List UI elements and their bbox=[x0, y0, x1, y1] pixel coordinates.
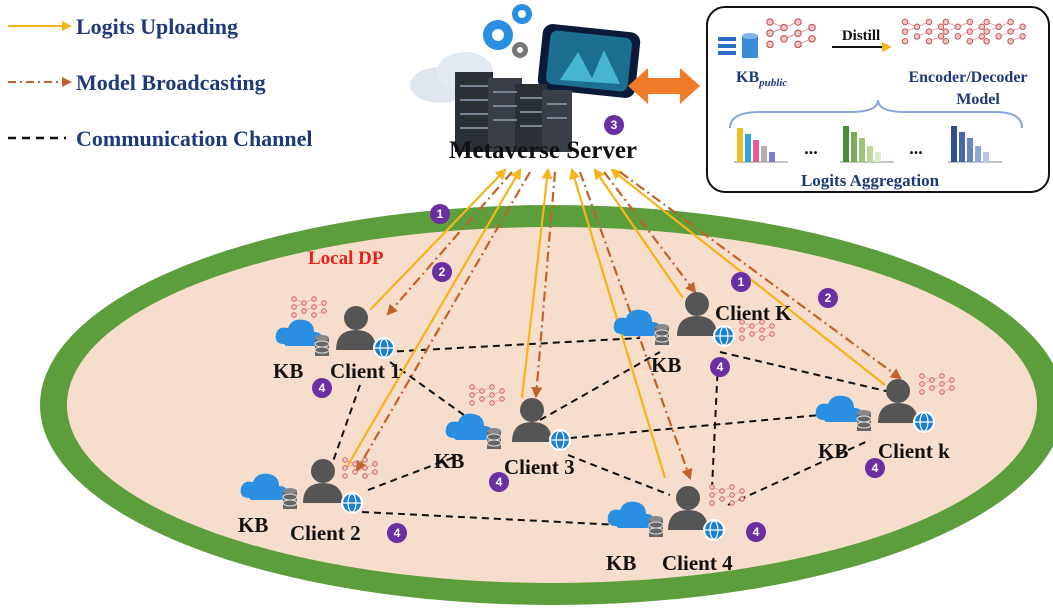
client-K-db-icon bbox=[654, 323, 670, 346]
model-line1: Encoder/Decoder bbox=[908, 69, 1027, 86]
broadcast-arrow-client3 bbox=[531, 171, 557, 399]
client-2-globe-icon bbox=[341, 492, 363, 514]
client-4-kb-label: KB bbox=[606, 551, 636, 575]
knowledge-panel: KBpublic Distill Encoder/Decoder Model .… bbox=[706, 6, 1050, 193]
model-line2: Model bbox=[956, 91, 1000, 108]
client-3-db-icon bbox=[486, 427, 502, 450]
client-1-name: Client 1 bbox=[330, 359, 401, 383]
client-2-name: Client 2 bbox=[290, 521, 361, 545]
channel-2-3 bbox=[367, 454, 461, 491]
client-1-kb-label: KB bbox=[273, 359, 303, 383]
client-1-step-badge bbox=[312, 378, 332, 398]
step-badges-broadcast: 2 2 bbox=[432, 262, 838, 308]
step-badge-3 bbox=[604, 115, 624, 135]
client-K-name: Client K bbox=[715, 301, 792, 325]
client-4-step-badge bbox=[746, 522, 766, 542]
upload-arrow-client1 bbox=[369, 168, 507, 311]
client-4: KB Client 4 4 bbox=[606, 484, 766, 575]
upload-arrow-client3 bbox=[520, 167, 553, 399]
step-badge-1-left bbox=[430, 204, 450, 224]
logits-chart-icon-3 bbox=[948, 126, 1002, 163]
logits-chart-icon-1 bbox=[734, 128, 788, 163]
client-K-step-badge bbox=[710, 357, 730, 377]
upload-arrow-clientK bbox=[593, 168, 684, 299]
aggregation-brace bbox=[729, 99, 1023, 129]
broadcast-arrow-client2 bbox=[355, 171, 531, 472]
step-badge-2-right-text: 2 bbox=[825, 291, 832, 305]
metaverse-server: Metaverse Server 3 bbox=[410, 4, 641, 164]
distill-label: Distill bbox=[842, 28, 880, 44]
client-2-step-badge-text: 4 bbox=[394, 526, 401, 540]
client-1-db-icon bbox=[314, 334, 330, 357]
client-4-db-icon bbox=[648, 515, 664, 538]
client-k-step-badge-text: 4 bbox=[872, 461, 879, 475]
client-K-globe-icon bbox=[713, 325, 735, 347]
channel-3-K bbox=[539, 351, 661, 421]
client-K-large: Client K KB 4 bbox=[613, 292, 792, 377]
legend-broadcast-label: Model Broadcasting bbox=[76, 70, 266, 95]
channel-3-k bbox=[569, 414, 821, 439]
channel-1-2 bbox=[329, 384, 361, 471]
client-2-kb-label: KB bbox=[238, 513, 268, 537]
broadcast-arrow-client1 bbox=[386, 171, 513, 316]
client-4-step-badge-text: 4 bbox=[753, 525, 760, 539]
step-badges-upload: 1 1 bbox=[430, 204, 751, 292]
broadcast-arrow-clientk bbox=[619, 171, 902, 380]
gear-icon bbox=[483, 4, 532, 58]
step-badge-1-right-text: 1 bbox=[738, 275, 745, 289]
kb-public-label: KBpublic bbox=[736, 69, 787, 89]
client-3-globe-icon bbox=[549, 429, 571, 451]
server-rack-icon bbox=[455, 72, 572, 152]
channel-K-4 bbox=[711, 361, 719, 489]
client-k-kb-label: KB bbox=[818, 439, 848, 463]
client-3: KB Client 3 4 bbox=[434, 384, 575, 492]
step-badge-1-left-text: 1 bbox=[437, 207, 444, 221]
client-k-small: KB Client k 4 bbox=[815, 373, 955, 478]
legend: Logits Uploading Model Broadcasting Comm… bbox=[8, 14, 313, 151]
client-2: KB Client 2 4 bbox=[238, 457, 407, 545]
client-3-step-badge-text: 4 bbox=[496, 475, 503, 489]
client-1-step-badge-text: 4 bbox=[319, 381, 326, 395]
client-K-step-badge-text: 4 bbox=[717, 360, 724, 374]
step-badge-2-right bbox=[818, 288, 838, 308]
client-K-kb-label: KB bbox=[651, 353, 681, 377]
legend-channel-label: Communication Channel bbox=[76, 126, 313, 151]
client-3-kb-label: KB bbox=[434, 449, 464, 473]
client-4-globe-icon bbox=[703, 519, 725, 541]
client-k-name: Client k bbox=[878, 439, 950, 463]
double-arrow bbox=[628, 68, 700, 104]
logits-chart-icon-2 bbox=[840, 126, 894, 163]
local-dp-label: Local DP bbox=[308, 248, 384, 269]
kb-stack-icon bbox=[718, 33, 758, 58]
channel-3-4 bbox=[567, 454, 671, 496]
step-badge-3-text: 3 bbox=[611, 118, 618, 132]
client-3-step-badge bbox=[489, 472, 509, 492]
step-badge-2-left bbox=[432, 262, 452, 282]
metaverse-screen-icon bbox=[537, 24, 641, 98]
legend-upload-label: Logits Uploading bbox=[76, 14, 238, 39]
ellipsis-1: ... bbox=[804, 138, 818, 158]
step-badge-1-right bbox=[731, 272, 751, 292]
channel-K-k bbox=[719, 351, 891, 393]
server-label: Metaverse Server bbox=[449, 137, 637, 164]
client-3-name: Client 3 bbox=[504, 455, 575, 479]
client-k-globe-icon bbox=[913, 411, 935, 433]
client-1-globe-icon bbox=[373, 337, 395, 359]
client-2-step-badge bbox=[387, 523, 407, 543]
broadcast-arrow-clientK bbox=[603, 171, 697, 294]
client-k-step-badge bbox=[865, 458, 885, 478]
upload-arrows bbox=[344, 167, 886, 479]
upload-arrow-client2 bbox=[344, 168, 522, 471]
client-4-name: Client 4 bbox=[662, 551, 733, 575]
ellipsis-2: ... bbox=[909, 138, 923, 158]
client-k-db-icon bbox=[856, 409, 872, 432]
step-badge-2-left-text: 2 bbox=[439, 265, 446, 279]
aggregation-label: Logits Aggregation bbox=[801, 171, 940, 190]
client-2-db-icon bbox=[282, 487, 298, 510]
client-1: KB Client 1 4 bbox=[273, 296, 401, 398]
channel-4-k bbox=[727, 439, 871, 506]
